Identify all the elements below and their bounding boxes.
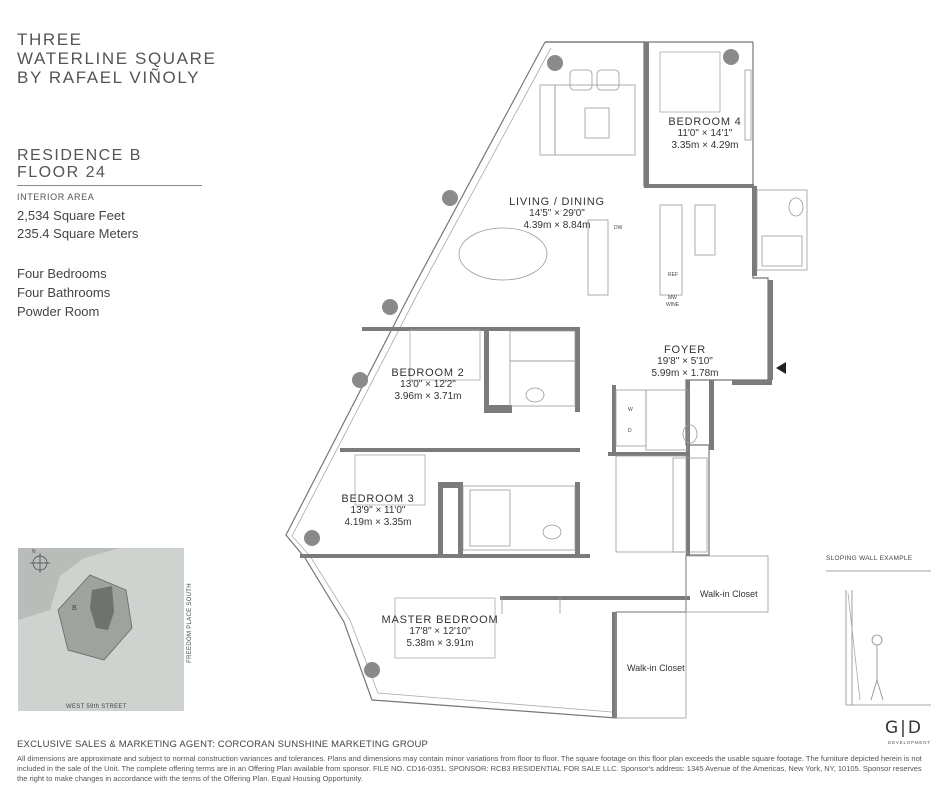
room-name: FOYER — [664, 344, 706, 356]
area-square-feet: 2,534 Square Feet — [17, 208, 125, 223]
room-dim-metric: 4.39m × 8.84m — [523, 220, 591, 231]
room-living-dining: LIVING / DINING 14'5" × 29'0" 4.39m × 8.… — [509, 196, 605, 232]
room-dim-imperial: 11'0" × 14'1" — [677, 128, 733, 139]
sales-agent: EXCLUSIVE SALES & MARKETING AGENT: CORCO… — [17, 739, 429, 750]
room-dim-imperial: 17'8" × 12'10" — [409, 626, 471, 637]
area-square-meters: 235.4 Square Meters — [17, 226, 139, 241]
sloping-wall-diagram — [826, 570, 931, 706]
appliance-ref: REF — [668, 272, 678, 278]
bathroom-fixtures — [462, 189, 808, 553]
appliance-dryer: D — [628, 428, 632, 434]
appliance-wine: WINE — [666, 302, 680, 308]
entry-arrow — [776, 362, 786, 374]
closet-lines — [501, 555, 769, 719]
appliance-dw: DW — [614, 225, 623, 231]
feature-powder-room: Powder Room — [17, 304, 100, 319]
room-name: BEDROOM 2 — [391, 367, 465, 379]
appliance-mw: MW — [668, 295, 677, 301]
interior-area: 2,534 Square Feet 235.4 Square Meters — [17, 207, 138, 243]
room-dim-metric: 4.19m × 3.35m — [344, 517, 412, 528]
street-label-east: FREEDOM PLACE SOUTH — [186, 583, 193, 663]
room-dim-imperial: 19'8" × 5'10" — [657, 356, 713, 367]
street-label-south: WEST 59th STREET — [66, 704, 127, 710]
room-dim-metric: 3.96m × 3.71m — [394, 391, 462, 402]
keyplan-unit-label: B — [72, 605, 77, 612]
appliance-washer: W — [628, 407, 633, 413]
living-furniture — [458, 69, 752, 296]
feature-bedrooms: Four Bedrooms — [17, 266, 107, 281]
disclaimer: All dimensions are approximate and subje… — [17, 754, 922, 783]
developer-logo-sub: DEVELOPMENT — [888, 740, 931, 745]
room-bedroom-3: BEDROOM 3 13'9" × 11'0" 4.19m × 3.35m — [341, 493, 414, 529]
residence-floor: FLOOR 24 — [17, 164, 107, 181]
keyplan — [18, 548, 184, 711]
room-dim-imperial: 13'0" × 12'2" — [400, 379, 456, 390]
features-list: Four Bedrooms Four Bathrooms Powder Room — [17, 264, 110, 321]
developer-logo: G|D — [885, 718, 923, 738]
sloping-wall-label: SLOPING WALL EXAMPLE — [826, 555, 913, 562]
residence-name: RESIDENCE B — [17, 147, 142, 164]
room-bedroom-2: BEDROOM 2 13'0" × 12'2" 3.96m × 3.71m — [391, 367, 464, 403]
brand-line-2: WATERLINE SQUARE — [17, 49, 217, 68]
columns — [304, 49, 739, 678]
room-dim-metric: 3.35m × 4.29m — [671, 140, 739, 151]
room-dim-metric: 5.99m × 1.78m — [651, 368, 719, 379]
beds — [354, 51, 721, 659]
title-divider — [17, 185, 202, 186]
brand-line-3: BY RAFAEL VIÑOLY — [17, 68, 201, 87]
room-name: MASTER BEDROOM — [381, 614, 499, 626]
walk-in-closet-label-2: Walk-in Closet — [627, 663, 685, 673]
building-title: THREE WATERLINE SQUARE BY RAFAEL VIÑOLY — [17, 30, 216, 87]
north-icon: N — [32, 549, 36, 555]
interior-area-label: INTERIOR AREA — [17, 192, 95, 202]
room-bedroom-4: BEDROOM 4 11'0" × 14'1" 3.35m × 4.29m — [668, 116, 741, 152]
room-name: BEDROOM 3 — [341, 493, 415, 505]
interior-walls — [300, 42, 773, 718]
room-dim-metric: 5.38m × 3.91m — [406, 638, 474, 649]
room-name: LIVING / DINING — [509, 196, 605, 208]
brand-line-1: THREE — [17, 30, 83, 49]
room-name: BEDROOM 4 — [668, 116, 742, 128]
feature-bathrooms: Four Bathrooms — [17, 285, 111, 300]
walk-in-closet-label-1: Walk-in Closet — [700, 589, 758, 599]
room-dim-imperial: 14'5" × 29'0" — [529, 208, 585, 219]
room-foyer: FOYER 19'8" × 5'10" 5.99m × 1.78m — [652, 344, 719, 380]
room-dim-imperial: 13'9" × 11'0" — [350, 505, 406, 516]
room-master-bedroom: MASTER BEDROOM 17'8" × 12'10" 5.38m × 3.… — [382, 614, 499, 650]
residence-title: RESIDENCE B FLOOR 24 — [17, 147, 142, 181]
